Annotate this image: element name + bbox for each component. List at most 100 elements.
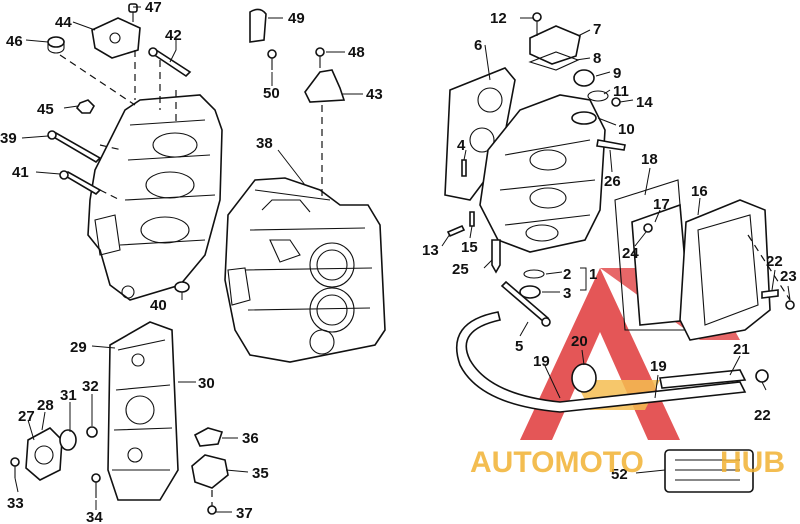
callout-47: 46 (6, 33, 23, 50)
screw-49 (315, 47, 325, 68)
bolt-43 (148, 47, 192, 78)
screw-12 (532, 12, 542, 36)
screw-35 (91, 473, 101, 498)
callout-23: 22 (766, 253, 783, 270)
callout-19a: 19 (533, 353, 550, 370)
callout-22: 22 (754, 407, 771, 424)
callout-7: 7 (593, 21, 601, 38)
bolt-40 (47, 130, 102, 164)
callout-27: 26 (604, 173, 621, 190)
callout-9: 9 (613, 65, 621, 82)
gasket-2 (523, 269, 545, 279)
seal-11 (587, 90, 609, 102)
callout-45: 44 (55, 14, 72, 31)
watermark-text-main: AUTOMOTO (470, 446, 644, 479)
fitting-26 (491, 239, 501, 274)
callout-49: 48 (348, 44, 365, 61)
thermostat-32 (59, 429, 77, 451)
callout-46: 45 (37, 101, 54, 118)
callout-19b: 19 (650, 358, 667, 375)
callout-30: 29 (70, 339, 87, 356)
callout-2: 2 (563, 266, 571, 283)
leader-lines (14, 6, 791, 513)
screw-25 (643, 223, 653, 233)
callout-15: 15 (461, 239, 478, 256)
callout-38: 37 (236, 505, 253, 522)
screw-51 (267, 49, 277, 70)
callout-50: 49 (288, 10, 305, 27)
fitting-21 (571, 363, 597, 393)
callout-29: 28 (37, 397, 54, 414)
grommet-10 (571, 111, 597, 125)
watermark-text-end: HUB (720, 446, 785, 479)
crankcase-assembly (479, 94, 606, 253)
callout-35: 34 (86, 509, 103, 524)
seal-3 (519, 285, 541, 299)
cover-plate-30-31 (107, 321, 179, 501)
callout-32: 31 (60, 387, 77, 404)
screw-38 (207, 505, 217, 515)
callout-17: 17 (653, 196, 670, 213)
callout-37: 36 (242, 430, 259, 447)
callout-12: 12 (490, 10, 507, 27)
callout-4: 4 (457, 137, 466, 154)
callout-44: 43 (366, 86, 383, 103)
callout-13: 13 (422, 242, 439, 259)
hose-20 (659, 369, 747, 389)
cylinder-block-39 (224, 177, 386, 363)
clamp-22 (755, 369, 769, 383)
plug-41 (174, 281, 190, 293)
callout-5: 5 (515, 338, 523, 355)
callout-48: 47 (145, 0, 162, 16)
fitting-37 (193, 427, 224, 447)
screw-34 (10, 457, 20, 478)
kit-52 (664, 449, 754, 493)
pin-15 (469, 211, 475, 227)
gasket-33 (86, 426, 98, 438)
callout-10: 10 (618, 121, 635, 138)
clip-50 (249, 8, 267, 43)
callout-26: 25 (452, 261, 469, 278)
cylinder-head-left (87, 94, 223, 301)
exhaust-cover-16 (679, 199, 771, 341)
hose-19 (455, 311, 747, 413)
bracket-45 (91, 17, 141, 59)
callout-11: 11 (613, 83, 629, 100)
callout-3: 3 (563, 285, 571, 302)
callout-8: 8 (593, 50, 601, 67)
pin-27 (596, 139, 626, 151)
callout-16: 16 (691, 183, 708, 200)
callout-34: 33 (7, 495, 24, 512)
callout-43: 42 (165, 27, 182, 44)
callout-6: 6 (474, 37, 482, 54)
callout-28: 27 (18, 408, 35, 425)
callout-21: 20 (571, 333, 588, 350)
nut-46 (75, 99, 95, 114)
thermostat-housing-29 (25, 427, 63, 481)
stud-4 (461, 159, 467, 177)
thermostat-9 (573, 69, 595, 87)
bracket-44 (304, 69, 346, 103)
fitting-36 (191, 454, 229, 489)
callout-18: 18 (641, 151, 658, 168)
callout-33: 32 (82, 378, 99, 395)
callout-39: 38 (256, 135, 273, 152)
callout-24: 23 (780, 268, 797, 285)
bolt-5 (500, 280, 551, 327)
callout-14: 14 (636, 94, 653, 111)
callout-41: 40 (150, 297, 167, 314)
plug-47 (47, 36, 65, 54)
callout-51: 50 (263, 85, 280, 102)
callout-25: 24 (622, 245, 639, 262)
screw-13 (446, 224, 466, 238)
callout-42: 41 (12, 164, 29, 181)
callout-40: 39 (0, 130, 17, 147)
callout-20: 21 (733, 341, 750, 358)
cover-7 (529, 25, 581, 65)
callout-31: 30 (198, 375, 215, 392)
watermark-text: AUTOMOTO HUB (470, 446, 785, 479)
screws-23-24 (761, 289, 795, 310)
